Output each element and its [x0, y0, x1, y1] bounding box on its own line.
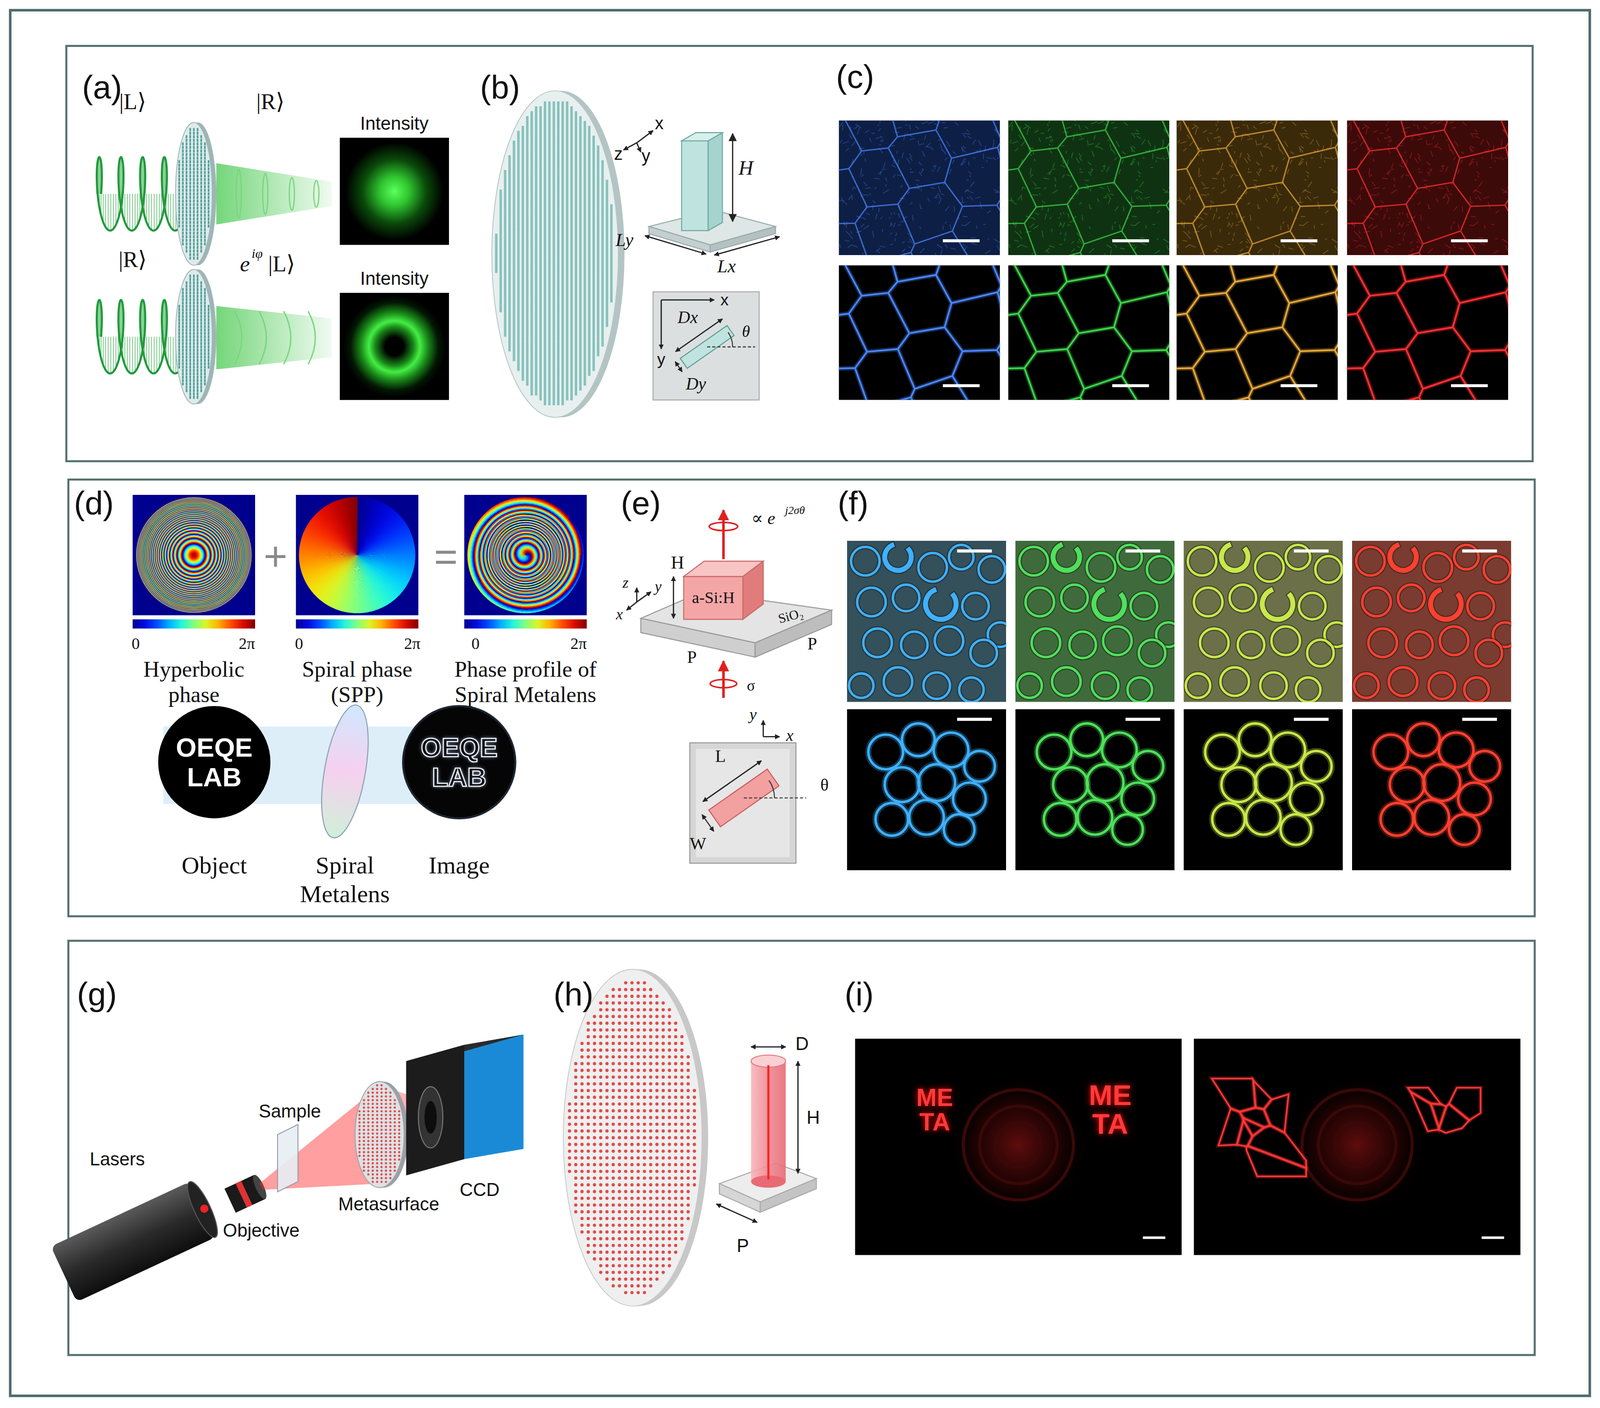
figure-stage: IntensityIntensityHyperbolic phaseSpiral…: [0, 0, 1600, 1408]
